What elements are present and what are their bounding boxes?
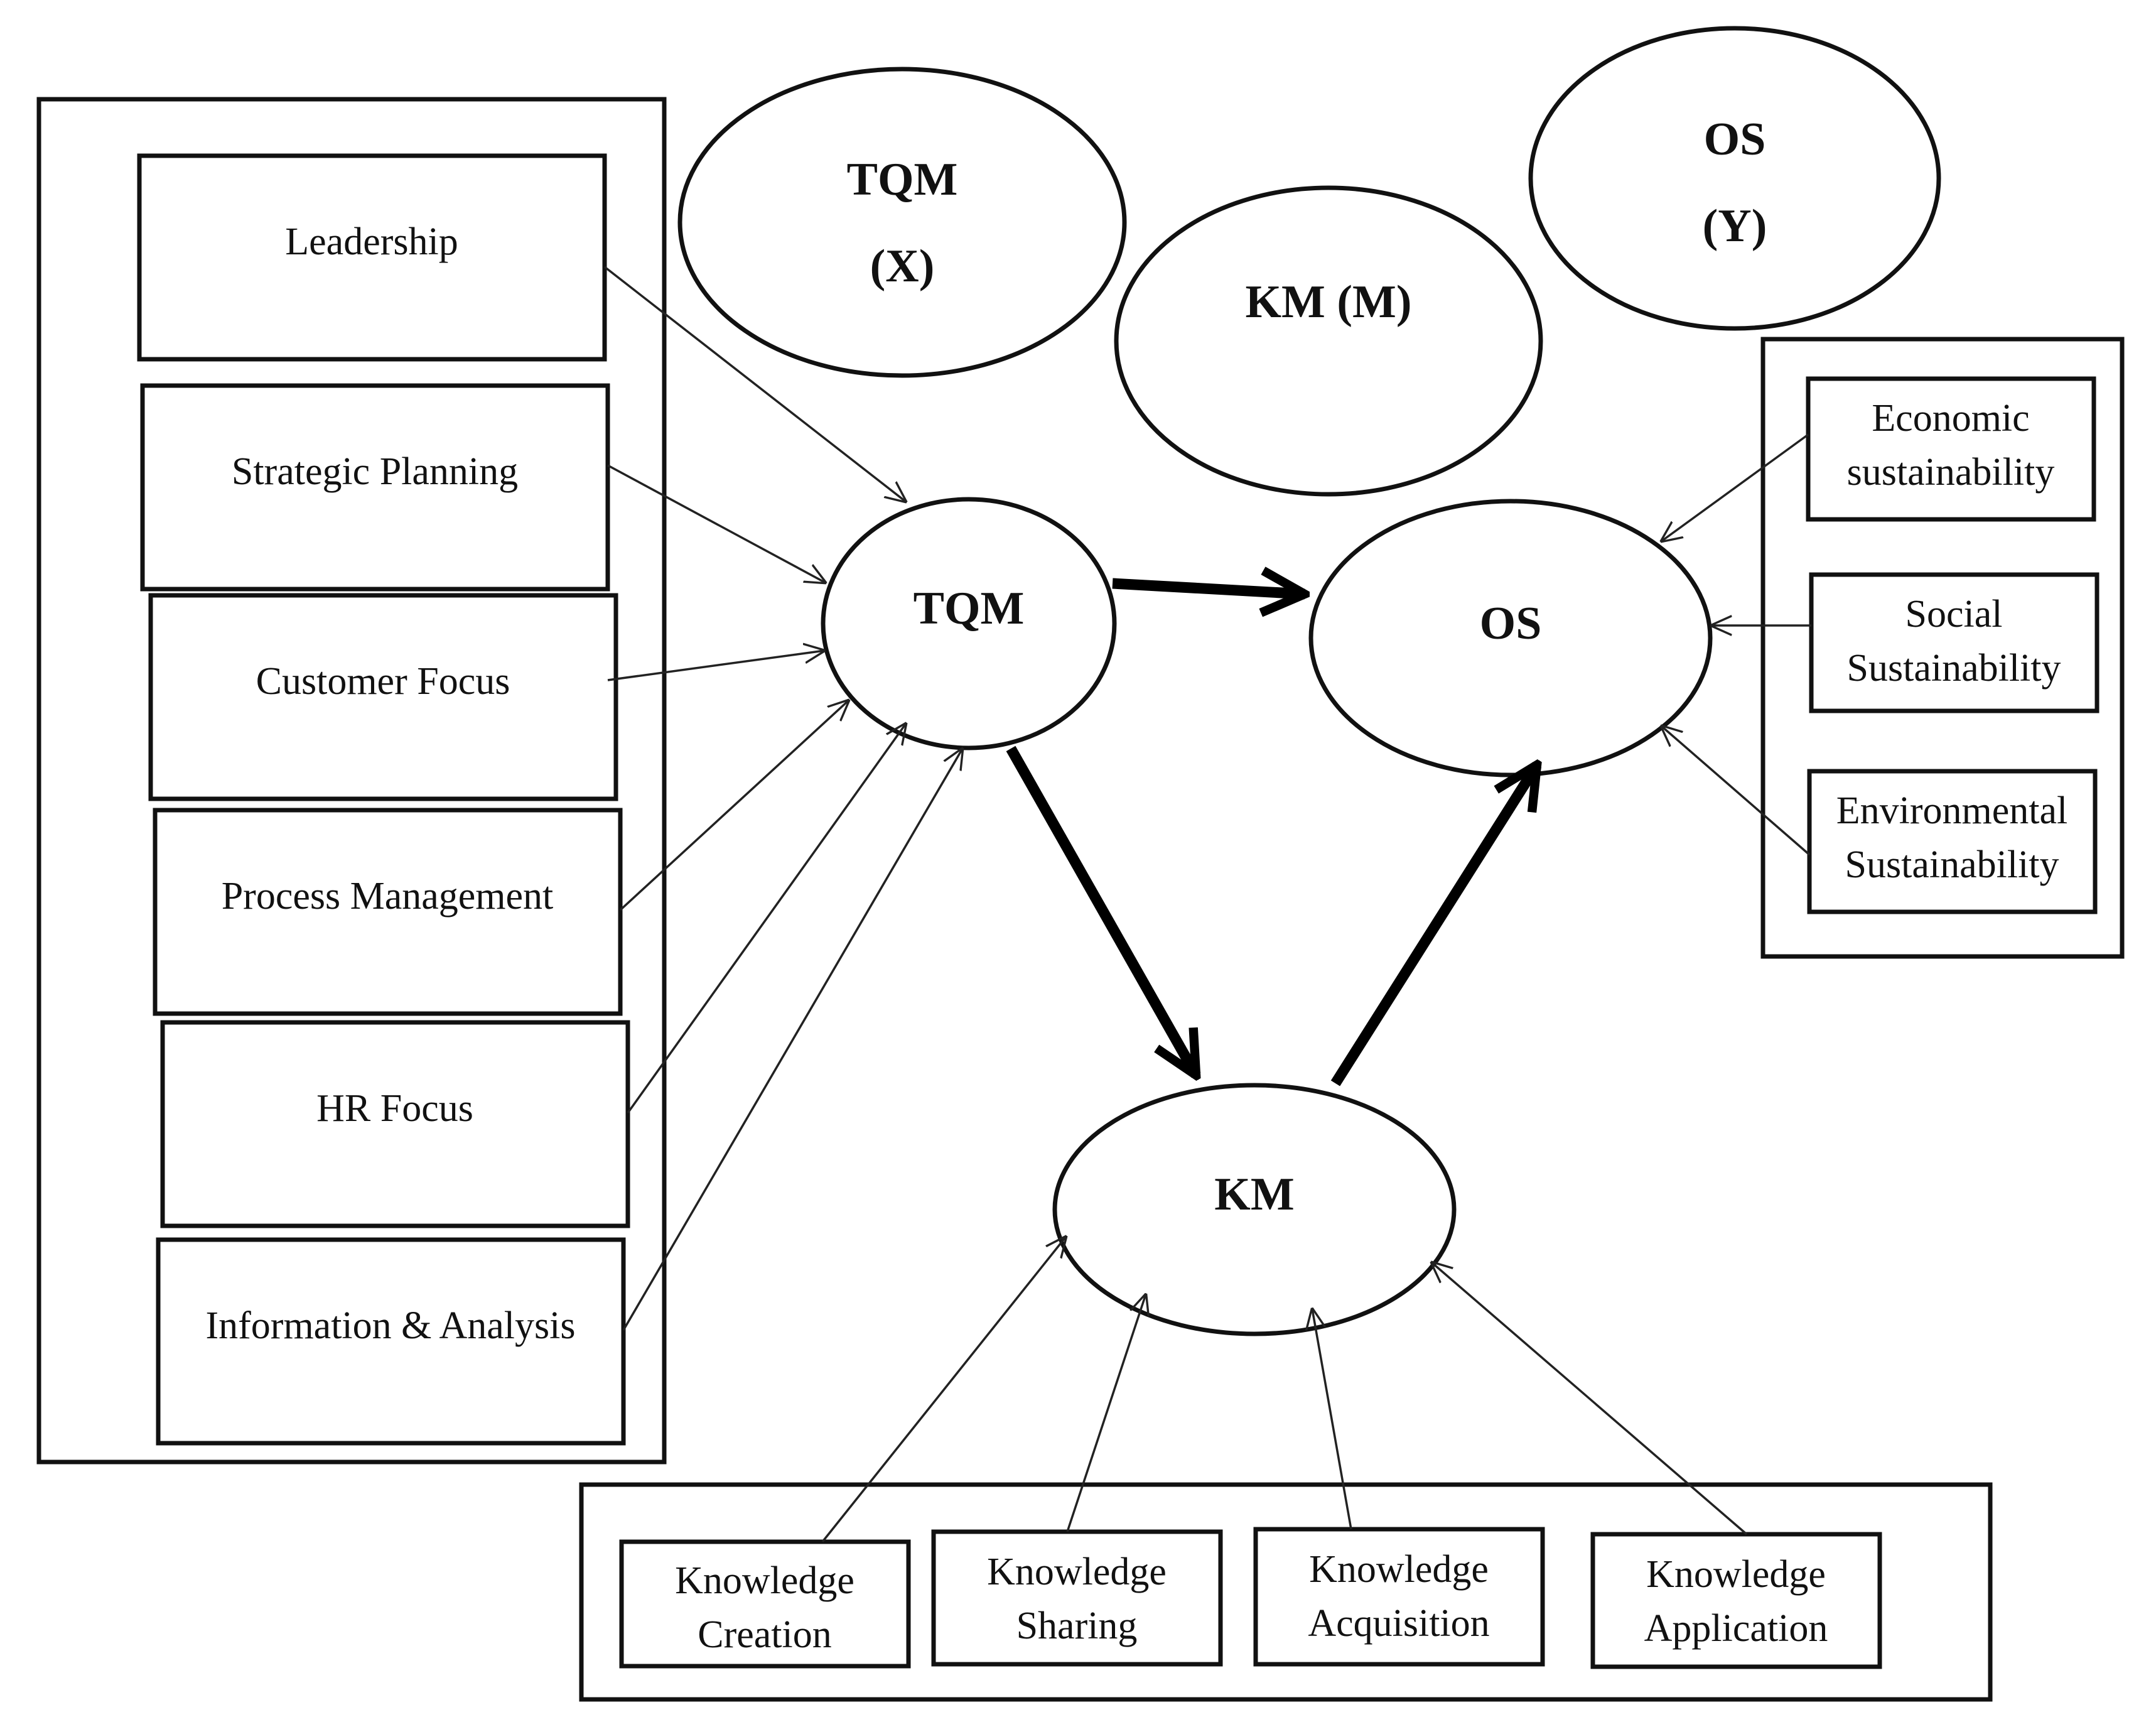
tqm-dimension-label: Customer Focus xyxy=(256,660,510,703)
tqm-dimension-customer-focus: Customer Focus xyxy=(148,593,618,801)
arrow-application-to-km xyxy=(1431,1262,1748,1535)
km-dimension-creation: Knowledge Creation xyxy=(619,1539,911,1669)
arrow-hr-focus-to-tqm xyxy=(627,723,906,1114)
arrow-customer-focus-to-tqm xyxy=(607,651,824,681)
os-dimension-social: Social Sustainability xyxy=(1809,572,2099,713)
km-dimension-label-line1: Knowledge xyxy=(675,1559,854,1602)
legend-os-symbol: (Y) xyxy=(1703,200,1767,252)
legend-os-ellipse xyxy=(1528,26,1941,331)
tqm-dimension-hr-focus: HR Focus xyxy=(160,1020,630,1228)
tqm-dimension-label: Information & Analysis xyxy=(206,1304,576,1347)
legend-os-name: OS xyxy=(1704,114,1766,165)
tqm-dimension-box xyxy=(137,153,607,362)
legend-km-ellipse xyxy=(1114,185,1543,497)
os-dimension-box xyxy=(1807,769,2098,914)
legend-os: OS (Y) xyxy=(1528,26,1941,331)
legend-tqm: TQM (X) xyxy=(677,67,1127,378)
tqm-dimension-box xyxy=(160,1020,630,1228)
construct-km-ellipse xyxy=(1052,1083,1457,1336)
km-dimension-label-line1: Knowledge xyxy=(987,1551,1167,1593)
legend-km-name: KM (M) xyxy=(1245,276,1411,328)
tqm-dimension-label: HR Focus xyxy=(316,1087,473,1130)
tqm-dimension-label: Strategic Planning xyxy=(232,450,518,493)
construct-km: KM xyxy=(1052,1083,1457,1336)
arrow-information-analysis-to-tqm xyxy=(622,749,962,1331)
arrow-leadership-to-tqm xyxy=(603,266,906,502)
os-dimension-economic: Economic sustainability xyxy=(1806,376,2096,522)
km-dimensions-frame xyxy=(579,1482,1993,1702)
os-dimension-label-line1: Social xyxy=(1905,593,2003,636)
path-km-to-os xyxy=(1330,765,1537,1086)
legend-tqm-name: TQM xyxy=(847,154,958,205)
km-dimension-box xyxy=(619,1539,911,1669)
path-tqm-to-km xyxy=(1006,745,1196,1075)
os-dimension-label-line2: sustainability xyxy=(1847,451,2055,494)
km-dimension-label-line1: Knowledge xyxy=(1309,1548,1489,1591)
km-dimension-label-line1: Knowledge xyxy=(1646,1553,1826,1596)
os-dimension-environmental: Environmental Sustainability xyxy=(1807,769,2098,914)
tqm-dimension-label: Process Management xyxy=(222,875,554,918)
km-dimension-label-line2: Creation xyxy=(698,1613,832,1656)
tqm-dimension-strategic-planning: Strategic Planning xyxy=(140,383,610,592)
tqm-dimension-box xyxy=(153,808,623,1016)
arrow-economic-to-os xyxy=(1661,433,1809,541)
construct-tqm: TQM xyxy=(821,497,1117,750)
arrow-process-management-to-tqm xyxy=(619,700,849,911)
construct-os: OS xyxy=(1308,499,1713,777)
tqm-dimension-leadership: Leadership xyxy=(137,153,607,362)
km-dimension-box xyxy=(1253,1527,1545,1667)
km-dimension-label-line2: Acquisition xyxy=(1308,1602,1489,1645)
arrow-environmental-to-os xyxy=(1661,726,1811,856)
arrow-creation-to-km xyxy=(821,1237,1066,1543)
km-dimension-box xyxy=(1590,1532,1882,1669)
tqm-dimension-box xyxy=(148,593,618,801)
os-dimension-box xyxy=(1806,376,2096,522)
tqm-dimension-box xyxy=(156,1237,626,1446)
km-dimension-sharing: Knowledge Sharing xyxy=(931,1529,1223,1667)
legend-km: KM (M) xyxy=(1114,185,1543,497)
construct-tqm-label: TQM xyxy=(914,583,1025,634)
os-dimension-label-line2: Sustainability xyxy=(1847,647,2061,690)
os-dimension-label-line1: Economic xyxy=(1872,397,2029,440)
tqm-dimension-box xyxy=(140,383,610,592)
os-dimension-box xyxy=(1809,572,2099,713)
tqm-dimensions-frame xyxy=(36,97,667,1465)
km-dimension-acquisition: Knowledge Acquisition xyxy=(1253,1527,1545,1667)
path-tqm-to-os xyxy=(1112,583,1305,594)
tqm-dimension-label: Leadership xyxy=(285,220,458,263)
construct-os-label: OS xyxy=(1480,598,1542,649)
legend-tqm-symbol: (X) xyxy=(870,241,935,292)
legend-tqm-ellipse xyxy=(677,67,1127,378)
os-dimension-label-line1: Environmental xyxy=(1836,789,2067,832)
construct-km-label: KM xyxy=(1214,1169,1294,1220)
km-dimension-box xyxy=(931,1529,1223,1667)
km-dimension-label-line2: Application xyxy=(1644,1607,1828,1650)
os-dimension-label-line2: Sustainability xyxy=(1845,843,2059,886)
tqm-dimension-process-management: Process Management xyxy=(153,808,623,1016)
tqm-dimension-information-analysis: Information & Analysis xyxy=(156,1237,626,1446)
construct-tqm-ellipse xyxy=(821,497,1117,750)
os-dimensions-frame xyxy=(1760,337,2125,959)
km-dimension-label-line2: Sharing xyxy=(1016,1605,1138,1647)
arrow-sharing-to-km xyxy=(1066,1294,1146,1532)
arrow-acquisition-to-km xyxy=(1312,1309,1352,1530)
arrow-strategic-planning-to-tqm xyxy=(607,464,826,583)
km-dimension-application: Knowledge Application xyxy=(1590,1532,1882,1669)
